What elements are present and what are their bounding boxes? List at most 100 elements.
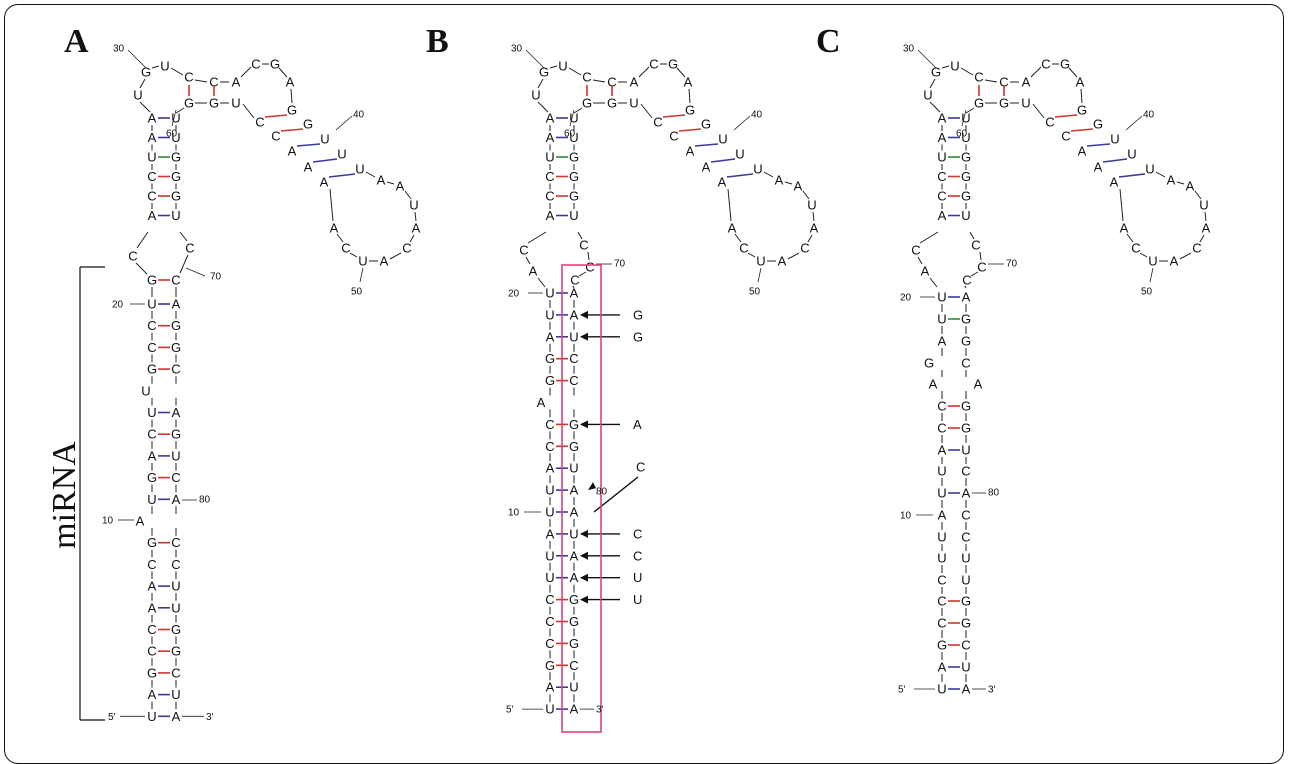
backbone [592,79,606,83]
stem-left-nt: A [546,329,555,344]
backbone [409,234,415,243]
loop-nt: A [921,264,930,279]
helix-nt: C [271,129,280,144]
stem-right-nt: G [171,340,181,355]
stem-left-nt: A [148,600,157,615]
loop-nt: G [209,96,219,111]
stem-right-nt: G [961,594,971,609]
stem-left-nt: A [938,443,947,458]
stem-left-nt: U [545,505,554,520]
mutation-arrowhead [580,595,588,604]
stem-left-nt: G [147,362,157,377]
loop-nt: U [629,96,638,111]
base-pair-line [280,128,304,132]
helix-nt: U [753,162,762,177]
stem-left-nt: C [545,417,554,432]
stem-left-nt: A [546,461,555,476]
helix-nt: A [304,160,313,175]
number-label: 50 [1141,287,1153,298]
three-prime-label: 3' [206,712,214,723]
top-left-nt: A [148,111,157,126]
backbone [638,66,650,78]
top-left-nt: A [546,208,555,223]
number-tick [127,49,147,69]
stem-right-nt: A [962,486,971,501]
stem-right-nt: C [569,351,578,366]
mutation-label: C [636,460,645,475]
three-prime-label: 3' [596,705,604,716]
loop-nt: C [911,243,920,258]
stem-left-nt: C [937,421,946,436]
helix-nt: G [701,117,711,132]
backbone [537,277,546,288]
loop-nt: C [962,273,971,288]
number-label: 50 [749,287,761,298]
stem-right-nt: G [171,644,181,659]
stem-right-nt: A [570,570,579,585]
backbone [525,256,531,265]
loop-nt: C [184,70,193,85]
backbone [179,254,189,274]
number-tick [569,109,575,127]
stem-left-nt: U [545,483,554,498]
stem-left-nt: U [545,702,554,717]
helix-nt: A [1094,160,1103,175]
top-right-nt: U [569,208,578,223]
stem-right-nt: A [570,505,579,520]
backbone [802,190,810,200]
backbone [587,251,590,261]
top-right-nt: U [961,130,970,145]
helix-nt: U [1110,132,1119,147]
loop-nt: U [531,88,540,103]
backbone [734,233,742,243]
loop-nt: U [1021,96,1030,111]
stem-left-nt: U [147,297,156,312]
number-tick [917,49,937,69]
stem-right-nt: U [171,687,180,702]
loop-nt: U [807,198,816,213]
loop-nt: A [1202,221,1211,236]
loop-nt: A [728,221,737,236]
loop-nt: C [971,238,980,253]
backbone [964,285,967,289]
helix-nt: A [1078,144,1087,159]
stem-right-nt: G [171,427,181,442]
backbone [1068,67,1078,78]
number-tick [185,267,206,277]
mutation-arrowhead [580,332,588,341]
loop-nt: G [1060,57,1070,72]
mutation-arrowhead [580,551,588,560]
loop-nt: C [570,273,579,288]
stem-left-nt: A [148,687,157,702]
loop-nt: G [607,96,617,111]
loop-nt: C [582,70,591,85]
backbone [170,67,184,76]
backbone [329,188,334,222]
backbone [1032,103,1045,119]
backbone [139,101,151,113]
top-left-nt: A [938,130,947,145]
number-label: 30 [511,44,523,55]
helix-nt: C [653,115,662,130]
number-label: 10 [508,508,520,519]
stem-left-nt: G [545,658,555,673]
stem-left-nt: C [147,644,156,659]
backbone [572,285,575,289]
backbone [929,277,938,288]
backbone [414,211,417,222]
backbone [941,65,950,69]
number-label: 80 [199,495,211,506]
stem-left-nt: C [147,318,156,333]
backbone [1155,171,1166,178]
stem-left-nt: G [147,665,157,680]
stem-right-nt: G [961,312,971,327]
five-prime-label: 5' [506,705,514,716]
stem-right-nt: G [961,616,971,631]
three-prime-label: 3' [988,685,996,696]
loop-nt: U [1199,198,1208,213]
loop-nt: A [794,179,803,194]
number-label: 20 [508,289,520,300]
backbone [640,103,653,119]
backbone [676,67,686,78]
